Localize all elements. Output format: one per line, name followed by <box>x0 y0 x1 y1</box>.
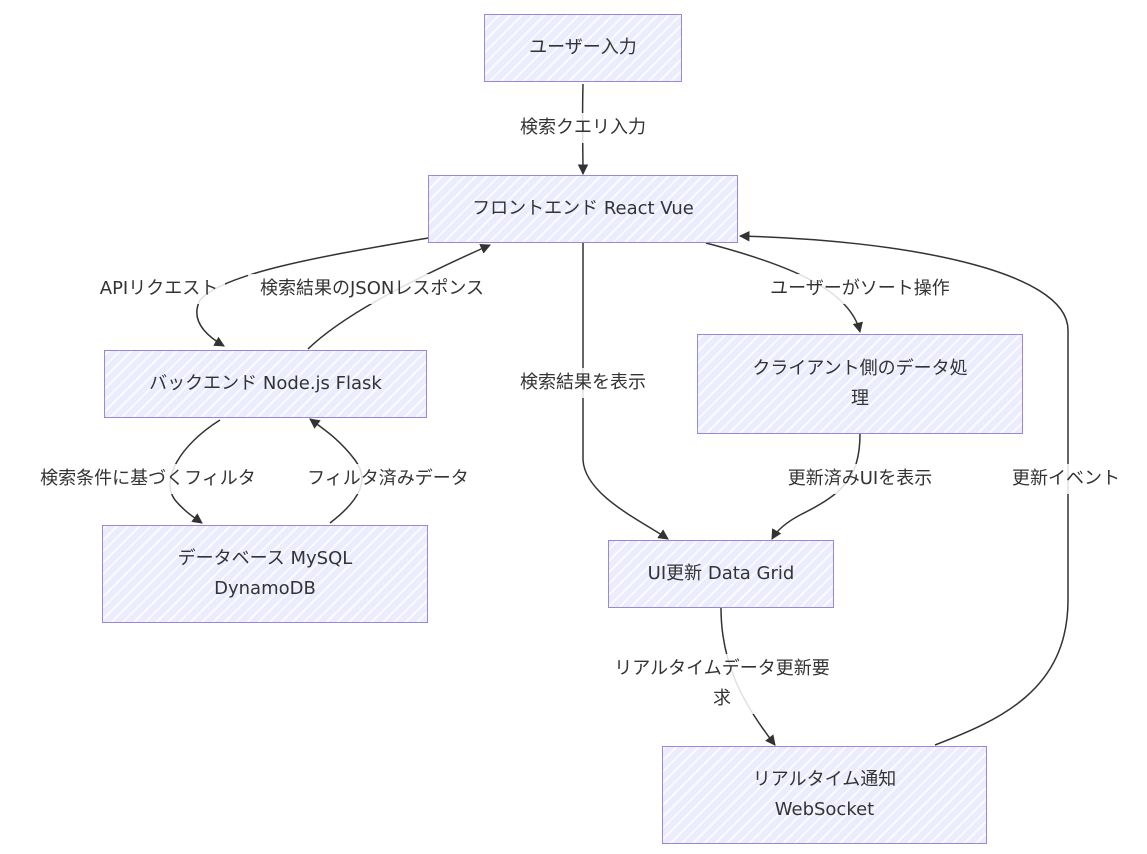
node-client-processing-line1: クライアント側のデータ処 <box>752 358 968 379</box>
node-frontend-label: フロントエンド React Vue <box>472 198 694 219</box>
edge-label-show-updated-ui: 更新済みUIを表示 <box>780 464 940 494</box>
edge-label-json-response: 検索結果のJSONレスポンス <box>248 274 496 304</box>
edge-label-user-sort: ユーザーがソート操作 <box>758 274 962 304</box>
node-backend[interactable]: バックエンド Node.js Flask <box>104 350 427 418</box>
node-realtime-line1: リアルタイム通知 <box>752 769 897 790</box>
edge-realtime-to-frontend <box>738 230 1069 746</box>
node-realtime[interactable]: リアルタイム通知 WebSocket <box>662 746 987 844</box>
edge-label-update-event: 更新イベント <box>1005 464 1127 494</box>
edge-label-filter-condition: 検索条件に基づくフィルタ <box>27 464 269 494</box>
node-database-line1: データベース MySQL <box>177 548 353 569</box>
node-client-processing[interactable]: クライアント側のデータ処 理 <box>697 334 1023 434</box>
node-database[interactable]: データベース MySQL DynamoDB <box>102 525 428 623</box>
node-frontend[interactable]: フロントエンド React Vue <box>428 175 738 243</box>
edge-label-show-results: 検索結果を表示 <box>512 368 654 398</box>
edge-backend-to-database <box>169 419 221 524</box>
edge-label-realtime-request: リアルタイムデータ更新要 求 <box>600 654 844 714</box>
edge-label-api-request: APIリクエスト <box>93 274 225 304</box>
node-user-input-label: ユーザー入力 <box>529 37 637 58</box>
edge-client-to-ui <box>771 433 861 540</box>
node-realtime-line2: WebSocket <box>774 799 875 820</box>
edge-label-realtime-request-line2: 求 <box>713 688 731 709</box>
edge-label-search-query: 検索クエリ入力 <box>514 113 652 143</box>
node-user-input[interactable]: ユーザー入力 <box>484 14 682 82</box>
edge-label-filtered-data: フィルタ済みデータ <box>297 464 479 494</box>
node-client-processing-line2: 理 <box>851 388 869 409</box>
node-ui-update-label: UI更新 Data Grid <box>647 563 795 584</box>
node-backend-label: バックエンド Node.js Flask <box>149 373 382 394</box>
edge-label-realtime-request-line1: リアルタイムデータ更新要 <box>614 658 830 679</box>
node-database-line2: DynamoDB <box>214 578 316 599</box>
node-ui-update[interactable]: UI更新 Data Grid <box>608 540 834 608</box>
edge-frontend-to-ui <box>582 243 669 540</box>
edge-database-to-backend <box>309 418 363 524</box>
